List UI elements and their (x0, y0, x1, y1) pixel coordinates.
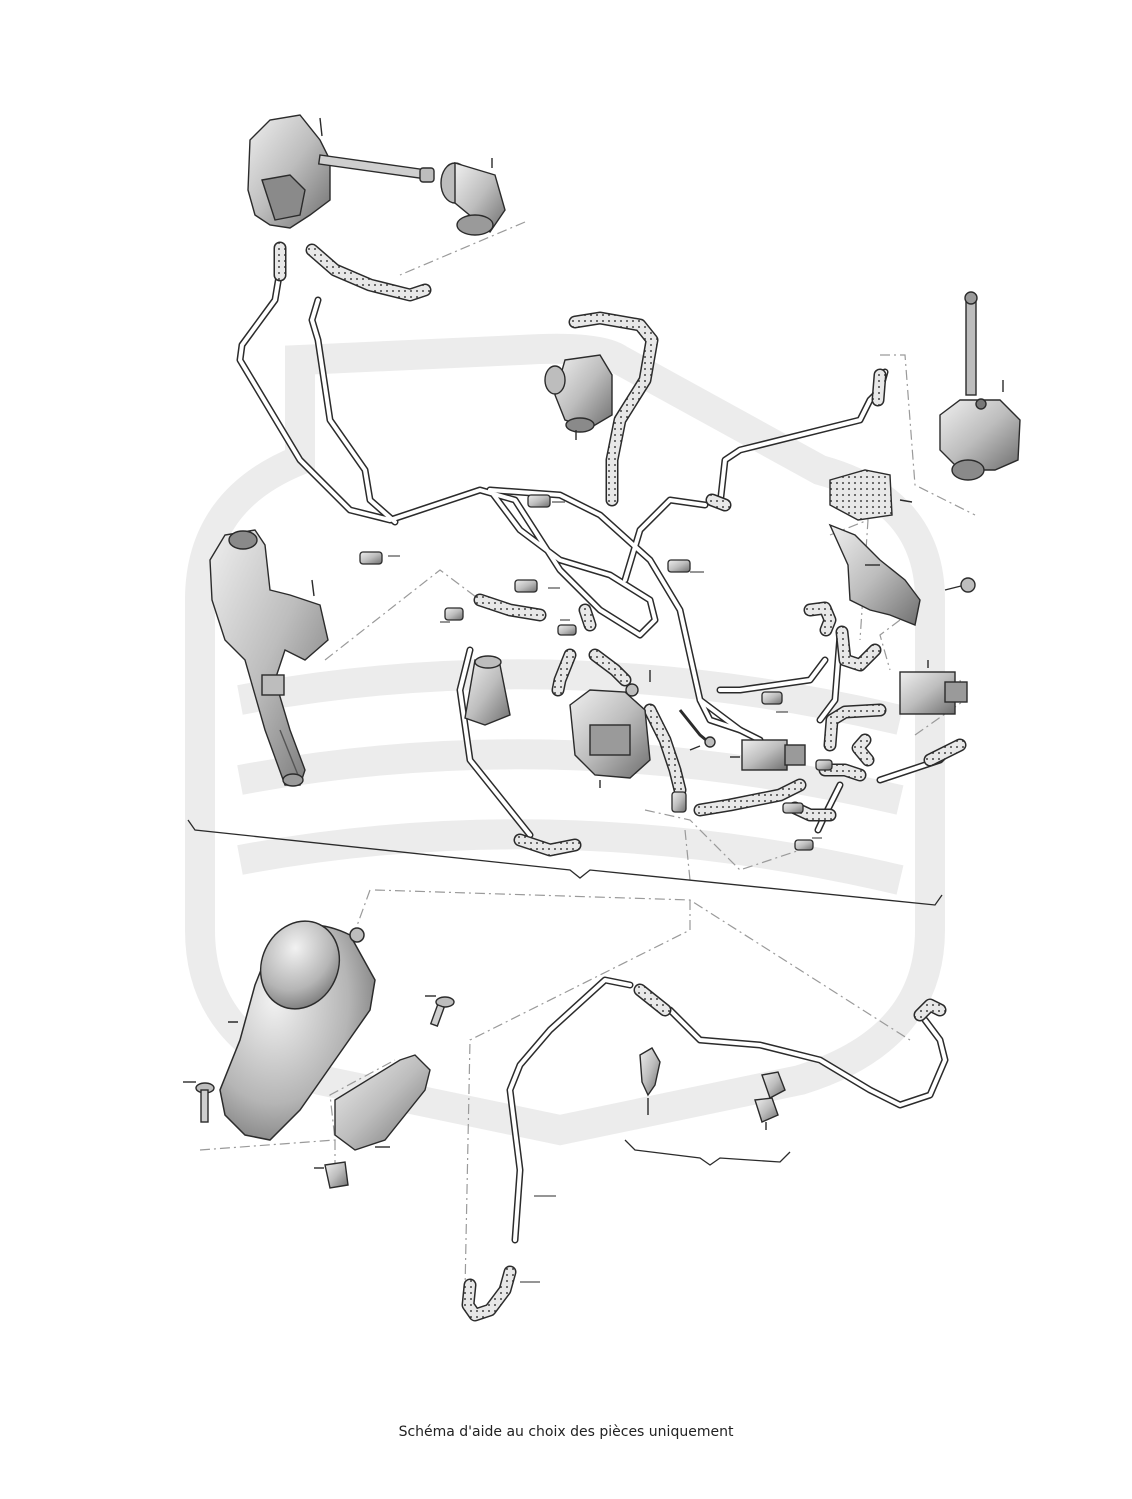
hose-clips (359, 494, 833, 851)
intake-pipe-actuator-left (209, 529, 329, 787)
plastic-nut-bottom (314, 1161, 349, 1189)
fuel-filter-canister (464, 655, 511, 726)
mounting-bracket-bottom (334, 1054, 431, 1151)
solenoid-valve-right (730, 660, 968, 771)
diagram-caption: Schéma d'aide au choix des pièces unique… (398, 1424, 734, 1440)
rubber-hoses (273, 241, 967, 1322)
solenoid-valve-center (569, 670, 651, 788)
vacuum-fitting-small (678, 709, 716, 751)
bracket-right (828, 469, 976, 626)
brand-shield-logo-watermark (185, 333, 945, 1146)
vacuum-reservoir-bottom (219, 920, 376, 1141)
vacuum-actuator-top-left (247, 114, 435, 229)
actuator-right (939, 291, 1021, 481)
vacuum-valve-top (440, 158, 506, 236)
reference-ticks (388, 501, 822, 1283)
vacuum-valve-middle (544, 354, 613, 440)
bolt-left (183, 1081, 215, 1123)
bolt-right (425, 995, 455, 1027)
push-clip-bottom (639, 1047, 661, 1115)
leader-lines (199, 221, 976, 1291)
double-clip-bottom (754, 1071, 786, 1130)
grouping-brackets (187, 819, 943, 1166)
